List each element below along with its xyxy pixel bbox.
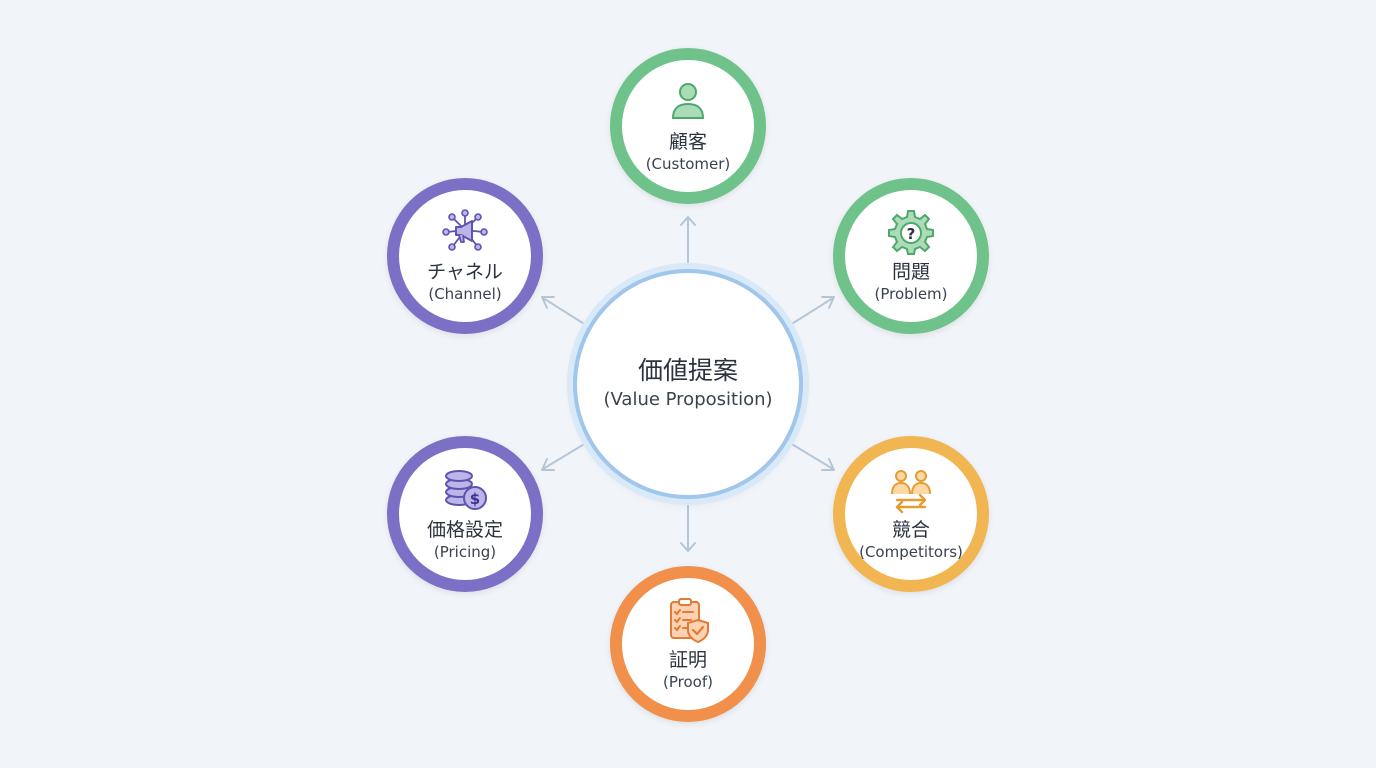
center-label-jp: 価値提案 bbox=[637, 356, 738, 385]
center-value-proposition: 価値提案 (Value Proposition) bbox=[573, 269, 803, 499]
node-proof: 証明 (Proof) bbox=[610, 566, 766, 722]
arrow-to-proof bbox=[680, 501, 696, 552]
channel-label-en: (Channel) bbox=[428, 285, 502, 303]
center-label-en: (Value Proposition) bbox=[603, 389, 773, 410]
svg-text:$: $ bbox=[470, 490, 480, 508]
pricing-label-en: (Pricing) bbox=[433, 543, 497, 561]
arrow-to-competitors bbox=[789, 442, 835, 471]
node-pricing: $ 価格設定 (Pricing) bbox=[387, 436, 543, 592]
arrow-to-pricing bbox=[541, 442, 587, 471]
proof-label-jp: 証明 bbox=[668, 649, 707, 671]
customer-label-en: (Customer) bbox=[645, 155, 731, 173]
clipboard-shield-icon bbox=[670, 598, 709, 644]
customer-label-jp: 顧客 bbox=[668, 131, 707, 153]
node-competitors: 競合 (Competitors) bbox=[833, 436, 989, 592]
people-swap-icon bbox=[891, 470, 931, 514]
channel-label-jp: チャネル bbox=[427, 261, 503, 283]
problem-label-en: (Problem) bbox=[874, 285, 948, 303]
pricing-label-jp: 価格設定 bbox=[426, 519, 503, 541]
svg-text:?: ? bbox=[907, 225, 916, 243]
megaphone-network-icon bbox=[442, 209, 488, 251]
node-customer: 顧客 (Customer) bbox=[610, 48, 766, 204]
node-problem: ? 問題 (Problem) bbox=[833, 178, 989, 334]
competitors-label-jp: 競合 bbox=[891, 519, 930, 541]
competitors-label-en: (Competitors) bbox=[859, 543, 963, 561]
arrow-to-customer bbox=[680, 216, 696, 269]
arrow-to-problem bbox=[789, 296, 835, 326]
node-channel: チャネル (Channel) bbox=[387, 178, 543, 334]
problem-label-jp: 問題 bbox=[891, 261, 930, 283]
arrow-to-channel bbox=[541, 296, 587, 326]
coins-dollar-icon: $ bbox=[445, 470, 487, 510]
person-icon bbox=[671, 83, 705, 119]
gear-question-icon: ? bbox=[888, 210, 934, 255]
proof-label-en: (Proof) bbox=[663, 673, 713, 691]
